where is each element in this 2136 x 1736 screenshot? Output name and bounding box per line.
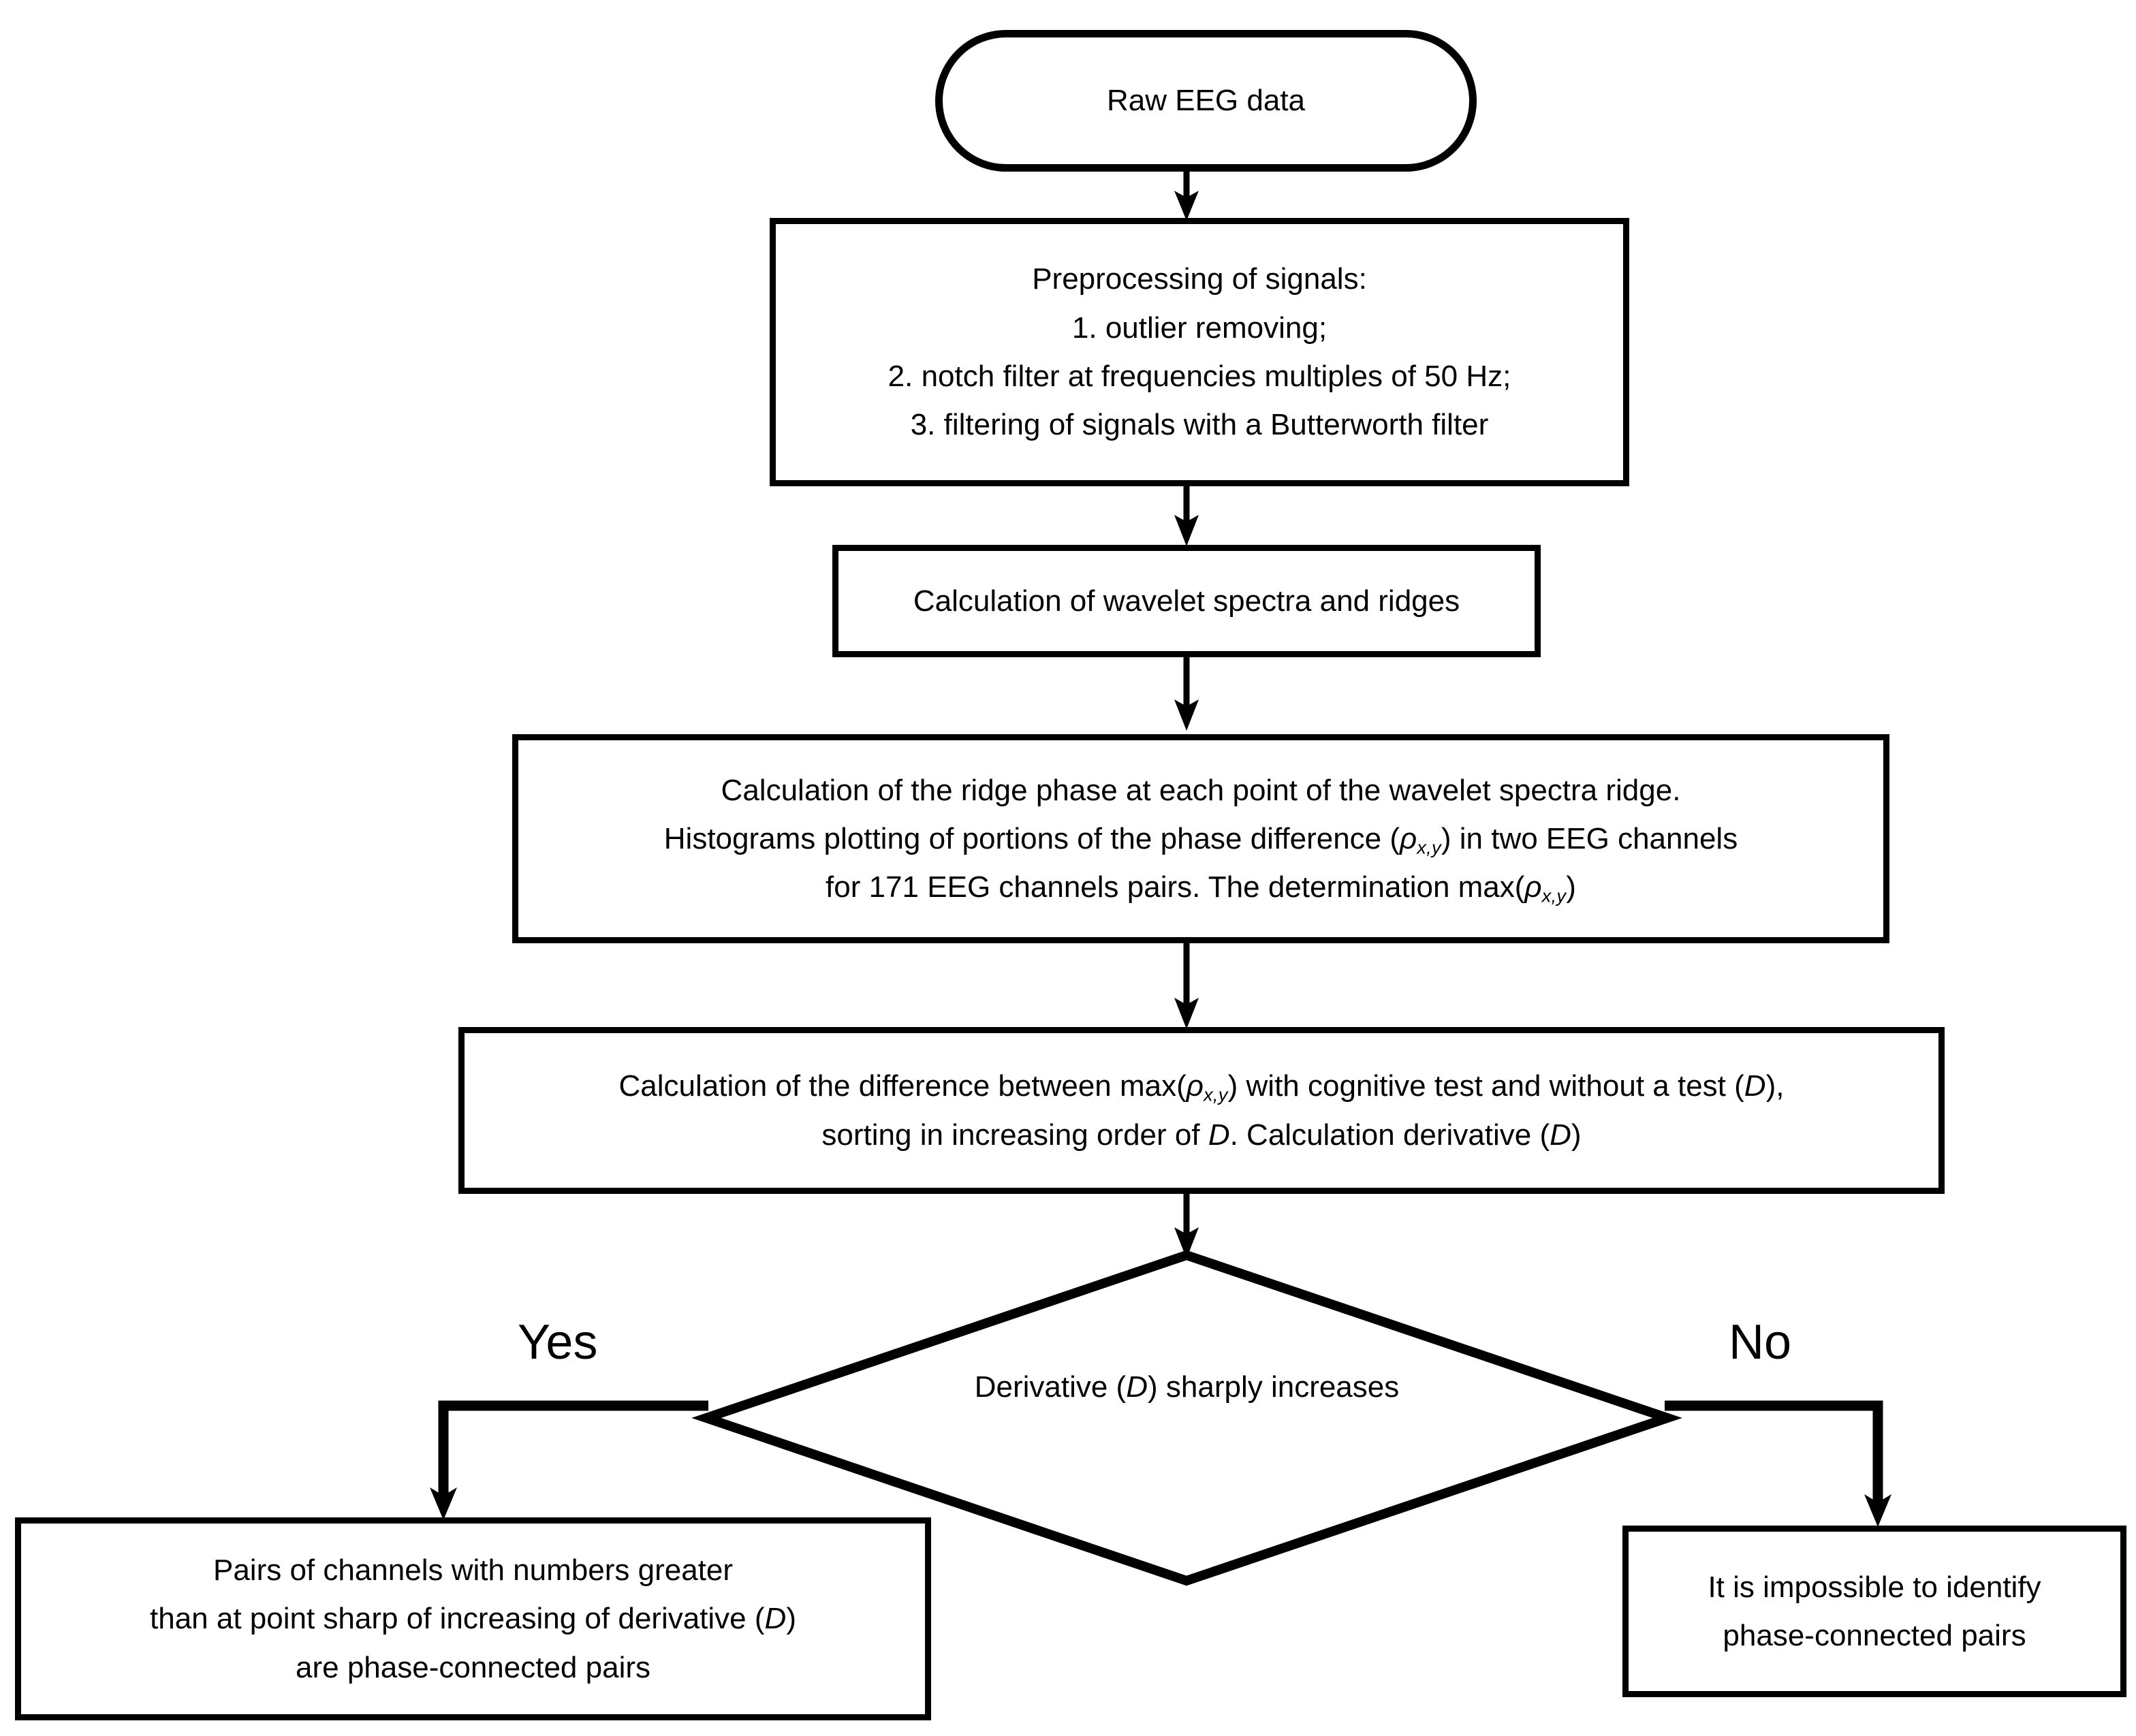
- node-result-impossible-to-identify-line-2: phase-connected pairs: [1723, 1619, 2026, 1652]
- node-result-impossible-to-identify-line-1: It is impossible to identify: [1708, 1570, 2041, 1604]
- node-preprocessing[interactable]: Preprocessing of signals: 1. outlier rem…: [770, 218, 1629, 486]
- node-result-phase-connected-pairs-line-1: Pairs of channels with numbers greater: [213, 1553, 734, 1588]
- connector-decision-yes: [0, 1348, 749, 1532]
- node-decision-derivative[interactable]: Derivative (D) sharply increases: [691, 1250, 1682, 1586]
- node-ridge-phase-line-3: for 171 EEG channels pairs. The determin…: [826, 870, 1576, 906]
- edge-label-no: No: [1729, 1315, 1792, 1370]
- node-result-phase-connected-pairs[interactable]: Pairs of channels with numbers greater t…: [15, 1517, 931, 1720]
- node-ridge-phase-line-1: Calculation of the ridge phase at each p…: [721, 773, 1681, 807]
- node-preprocessing-line-1: Preprocessing of signals:: [1032, 262, 1367, 296]
- node-wavelet-spectra-label: Calculation of wavelet spectra and ridge…: [913, 584, 1460, 618]
- connector-raw-to-preprocessing: [1174, 172, 1200, 221]
- node-result-impossible-to-identify[interactable]: It is impossible to identify phase-conne…: [1622, 1526, 2126, 1697]
- edge-label-yes: Yes: [518, 1315, 598, 1370]
- connector-decision-no: [1621, 1348, 1962, 1539]
- node-preprocessing-line-2: 1. outlier removing;: [1071, 311, 1328, 345]
- connector-wavelet-to-ridgephase: [1174, 657, 1200, 731]
- node-preprocessing-line-4: 3. filtering of signals with a Butterwor…: [910, 408, 1489, 442]
- node-wavelet-spectra[interactable]: Calculation of wavelet spectra and ridge…: [832, 545, 1541, 657]
- node-difference-calculation-line-1: Calculation of the difference between ma…: [618, 1069, 1785, 1105]
- node-raw-eeg-data[interactable]: Raw EEG data: [935, 30, 1477, 172]
- node-difference-calculation[interactable]: Calculation of the difference between ma…: [458, 1027, 1945, 1194]
- node-difference-calculation-line-2: sorting in increasing order of D. Calcul…: [821, 1118, 1582, 1152]
- node-raw-eeg-data-label: Raw EEG data: [1106, 84, 1306, 118]
- node-result-phase-connected-pairs-line-2: than at point sharp of increasing of der…: [150, 1602, 796, 1636]
- connector-difference-to-decision: [1174, 1194, 1200, 1262]
- node-preprocessing-line-3: 2. notch filter at frequencies multiples…: [888, 360, 1511, 393]
- node-result-phase-connected-pairs-line-3: are phase-connected pairs: [296, 1650, 650, 1684]
- connector-ridgephase-to-difference: [1174, 943, 1200, 1029]
- node-ridge-phase-line-2: Histograms plotting of portions of the p…: [663, 821, 1738, 858]
- node-ridge-phase[interactable]: Calculation of the ridge phase at each p…: [512, 734, 1889, 943]
- connector-preprocessing-to-wavelet: [1174, 486, 1200, 546]
- node-decision-derivative-label: Derivative (D) sharply increases: [974, 1370, 1400, 1404]
